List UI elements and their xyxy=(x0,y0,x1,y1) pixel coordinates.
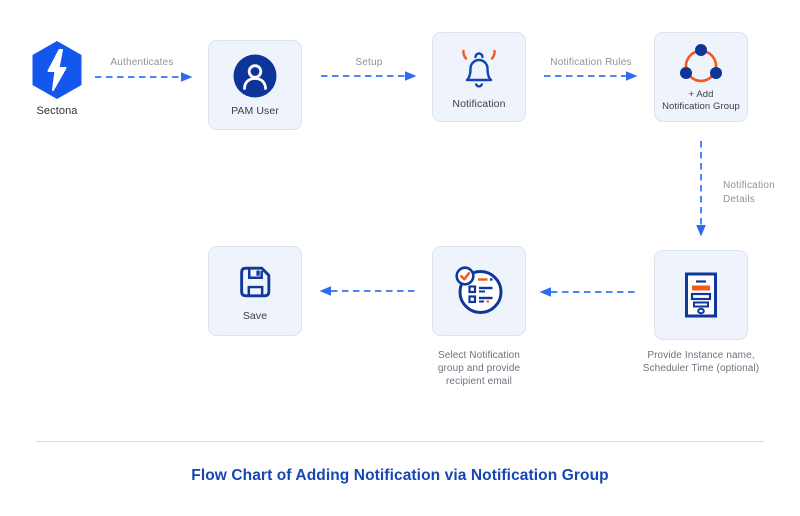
save-label: Save xyxy=(242,309,268,322)
arrow-authenticates-label: Authenticates xyxy=(110,57,174,68)
sectona-logo-icon xyxy=(32,41,82,99)
checklist-icon xyxy=(455,266,503,314)
add-group-label-line2: Notification Group xyxy=(662,100,740,112)
arrow-notification-details-label: Notification Details xyxy=(723,179,775,206)
arrow-notification-rules-label: Notification Rules xyxy=(550,57,632,68)
sectona-label: Sectona xyxy=(36,105,78,117)
provide-instance-caption: Provide Instance name, Scheduler Time (o… xyxy=(621,349,781,375)
notification-label: Notification xyxy=(452,97,506,110)
provide-instance-caption-line1: Provide Instance name, xyxy=(647,350,755,361)
divider-line xyxy=(36,441,764,442)
notification-details-line2: Details xyxy=(723,193,755,205)
provide-instance-caption-line2: Scheduler Time (optional) xyxy=(642,363,760,374)
arrow-notification-details xyxy=(696,141,706,237)
node-select-notification-group xyxy=(432,246,526,336)
sectona-node: Sectona xyxy=(26,40,88,117)
arrow-to-select-group xyxy=(539,287,637,297)
group-icon xyxy=(680,43,722,82)
arrow-authenticates xyxy=(95,72,193,82)
node-notification: Notification xyxy=(432,32,526,122)
select-group-caption-line2: group and provide xyxy=(437,363,521,374)
node-save: Save xyxy=(208,246,302,336)
arrow-setup xyxy=(321,71,417,81)
form-icon xyxy=(685,272,717,318)
select-notification-group-caption: Select Notification group and provide re… xyxy=(409,349,549,388)
arrow-to-save xyxy=(319,286,415,296)
select-group-caption-line1: Select Notification xyxy=(438,350,520,361)
node-provide-instance xyxy=(654,250,748,340)
arrow-setup-label: Setup xyxy=(355,57,383,68)
pam-user-label: PAM User xyxy=(231,104,279,117)
select-group-caption-line3: recipient email xyxy=(446,376,512,387)
notification-details-line1: Notification xyxy=(723,180,775,191)
node-pam-user: PAM User xyxy=(208,40,302,130)
save-icon xyxy=(240,266,271,297)
bell-icon xyxy=(462,49,496,88)
user-icon xyxy=(233,54,277,97)
chart-title: Flow Chart of Adding Notification via No… xyxy=(191,467,609,484)
arrow-notification-rules xyxy=(544,71,638,81)
add-group-label-line1: + Add xyxy=(688,88,714,100)
